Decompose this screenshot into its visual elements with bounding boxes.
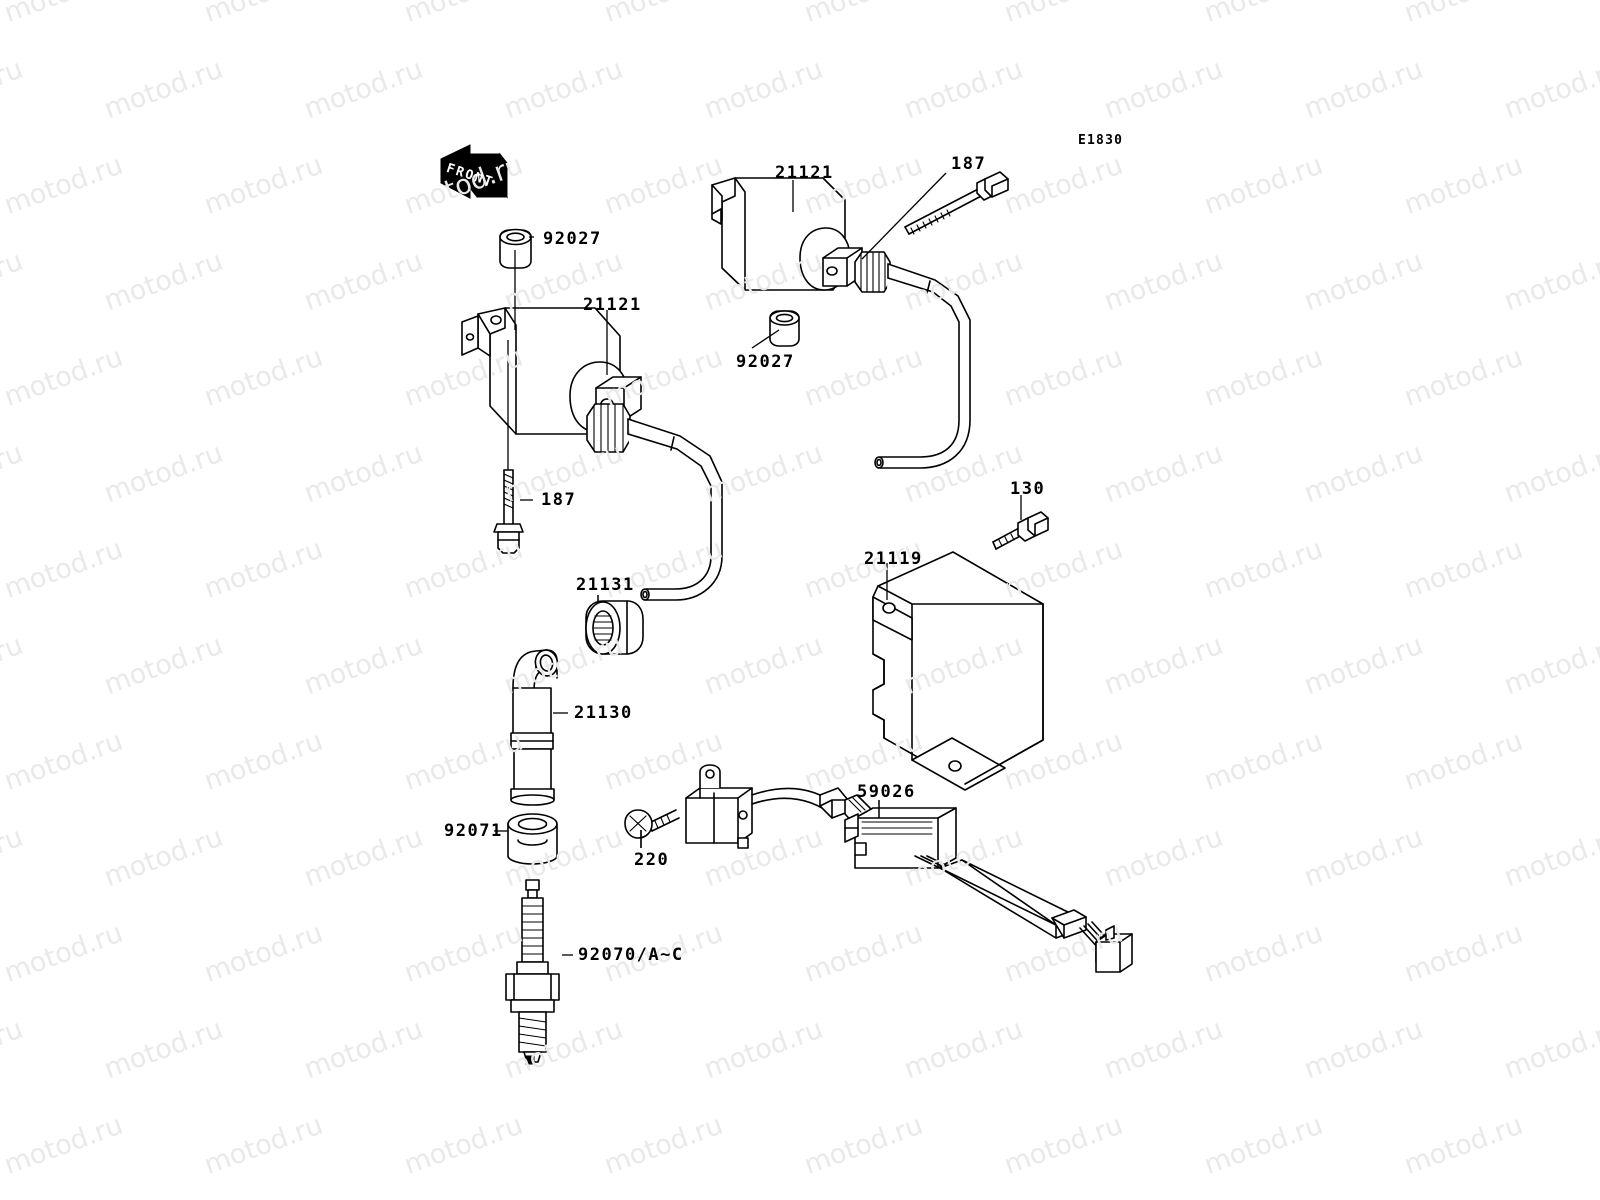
part-label-21130: 21130: [574, 703, 633, 723]
part-label-92070: 92070/A~C: [578, 945, 684, 965]
spark-plug-92070: [505, 879, 573, 1065]
part-label-187-right: 187: [951, 154, 987, 174]
ignition-coil-left-assembly: [461, 228, 723, 601]
diagram-code: E1830: [1078, 133, 1124, 148]
bolt-130: [992, 495, 1049, 550]
grommet-92071: [494, 813, 558, 865]
ht-cord-terminal-21131: [585, 595, 644, 655]
part-label-92027-right: 92027: [736, 352, 795, 372]
part-label-21131: 21131: [576, 575, 635, 595]
part-label-59026: 59026: [857, 782, 916, 802]
collar-92027-right: [769, 310, 800, 347]
part-label-21119: 21119: [864, 549, 923, 569]
ic-igniter-21119: [872, 495, 1049, 791]
bolt-187-left: [493, 469, 524, 554]
part-label-21121-right: 21121: [775, 163, 834, 183]
part-label-187-left: 187: [541, 490, 577, 510]
spark-plug-cap-21130: [510, 649, 568, 806]
part-label-92027-left: 92027: [543, 229, 602, 249]
front-arrow-icon: [440, 144, 509, 199]
part-label-92071: 92071: [444, 821, 503, 841]
part-label-130: 130: [1010, 479, 1046, 499]
part-label-21121-left: 21121: [583, 295, 642, 315]
part-label-220: 220: [634, 850, 670, 870]
ignition-coil-right-assembly: [711, 171, 1009, 469]
pickup-coil-assembly-59026: [624, 764, 1133, 973]
front-arrow-label: FRONT: [444, 161, 496, 191]
bolt-187-right: [904, 171, 1009, 235]
